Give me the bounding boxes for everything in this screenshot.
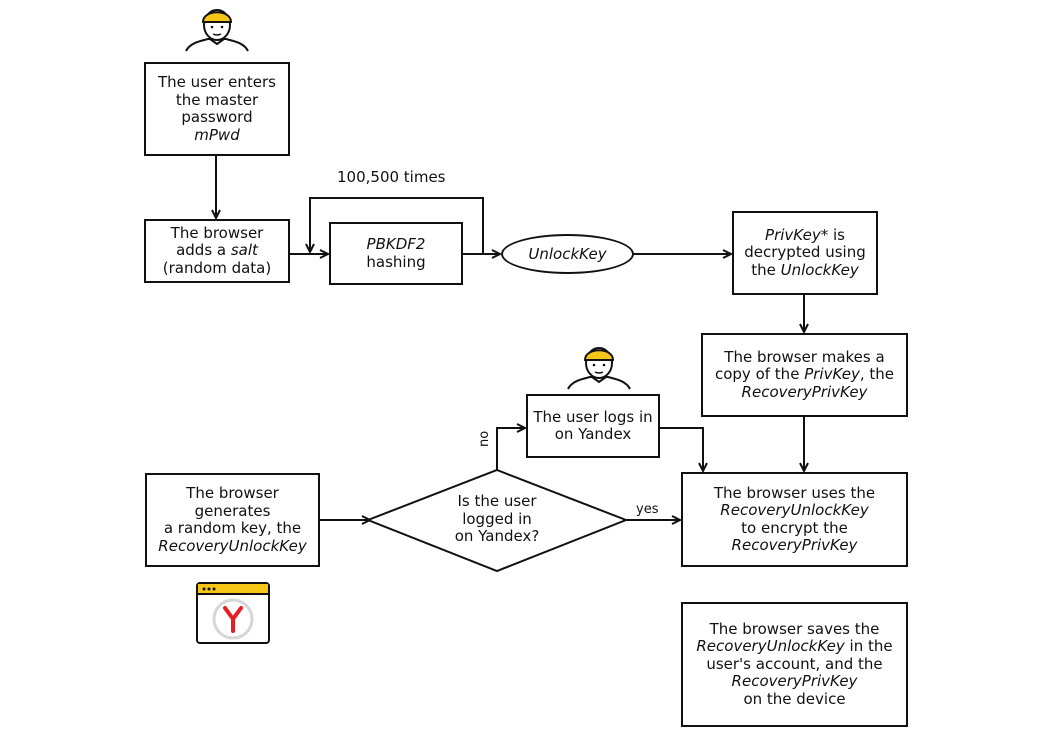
term-unlockkey: UnlockKey (780, 260, 859, 279)
box-text: hashing (366, 252, 426, 271)
decision-text: Is the user (457, 492, 537, 510)
unlock-key-ellipse: UnlockKey (501, 234, 634, 274)
enter-master-password-box: The user enters the master password mPwd (144, 62, 290, 156)
user-logs-in-box: The user logs in on Yandex (526, 394, 660, 458)
pbkdf2-hashing-box: PBKDF2 hashing (329, 222, 463, 285)
box-text: PrivKey* is (765, 225, 845, 245)
box-text-pre: copy of the (714, 365, 805, 384)
decision-text: logged in (462, 509, 532, 528)
user-icon (185, 9, 249, 52)
term-pbkdf2: PBKDF2 (366, 235, 426, 253)
box-text: adds a salt (176, 242, 258, 260)
yandex-browser-icon (196, 582, 270, 644)
logged-in-decision: Is the user logged in on Yandex? (427, 492, 567, 546)
box-text: The browser uses the (713, 483, 876, 502)
encrypt-box: The browser uses the RecoveryUnlockKey t… (681, 472, 908, 567)
box-text: a random key, the (163, 519, 302, 537)
box-text-post: is (828, 225, 845, 244)
box-text-post: , the (859, 365, 895, 384)
box-text: The browser makes a (724, 347, 885, 366)
box-text: the master (175, 90, 259, 109)
box-text: decrypted using (744, 243, 866, 262)
yes-branch-label: yes (636, 502, 659, 517)
box-text: (random data) (162, 258, 272, 277)
term-privkey-star: PrivKey* (765, 225, 829, 244)
box-text: password (181, 108, 253, 126)
box-text-pre: the (751, 260, 781, 279)
box-text: RecoveryPrivKey (732, 673, 858, 691)
term-mpwd: mPwd (194, 125, 240, 144)
decrypt-privkey-box: PrivKey* is decrypted using the UnlockKe… (732, 211, 878, 295)
term-recoveryprivkey: RecoveryPrivKey (741, 382, 868, 401)
box-text: The user enters (158, 73, 276, 91)
box-text: PBKDF2 (366, 235, 426, 254)
box-text: copy of the PrivKey, the (715, 366, 894, 384)
generate-random-key-box: The browser generates a random key, the … (145, 473, 320, 567)
save-keys-box: The browser saves the RecoveryUnlockKey … (681, 602, 908, 727)
user-icon (567, 347, 631, 390)
add-salt-box: The browser adds a salt (random data) (144, 219, 290, 283)
term-recoveryunlockkey: RecoveryUnlockKey (696, 637, 845, 656)
term-recoveryprivkey: RecoveryPrivKey (731, 536, 858, 554)
term-recoveryprivkey: RecoveryPrivKey (731, 672, 858, 691)
box-text: RecoveryPrivKey (731, 536, 858, 555)
no-branch-label: no (477, 430, 492, 447)
box-text-pre: adds a (176, 241, 231, 260)
copy-privkey-box: The browser makes a copy of the PrivKey,… (701, 333, 908, 417)
term-privkey: PrivKey (804, 365, 860, 384)
box-text: user's account, and the (706, 654, 883, 673)
box-text: generates (194, 501, 271, 520)
decision-text: on Yandex? (454, 527, 540, 545)
box-text: the UnlockKey (751, 260, 859, 280)
term-unlockkey: UnlockKey (528, 245, 607, 263)
box-text: The user logs in (533, 407, 653, 426)
box-text: on the device (743, 689, 846, 708)
box-text: RecoveryUnlockKey in the (696, 638, 892, 656)
box-text: The browser (186, 484, 279, 502)
box-text: The browser saves the (709, 619, 880, 638)
box-text: on Yandex (554, 425, 632, 443)
loop-count-label: 100,500 times (337, 168, 446, 186)
box-text: RecoveryUnlockKey (720, 501, 869, 520)
term-recoveryunlockkey: RecoveryUnlockKey (158, 536, 307, 555)
box-text-post: in the (844, 637, 893, 656)
term-salt: salt (230, 241, 258, 260)
term-recoveryunlockkey: RecoveryUnlockKey (720, 501, 869, 519)
box-text: RecoveryUnlockKey (158, 536, 307, 556)
box-text: The browser (170, 223, 264, 242)
box-text: mPwd (194, 125, 240, 145)
box-text: RecoveryPrivKey (741, 382, 868, 402)
box-text: to encrypt the (741, 518, 848, 537)
